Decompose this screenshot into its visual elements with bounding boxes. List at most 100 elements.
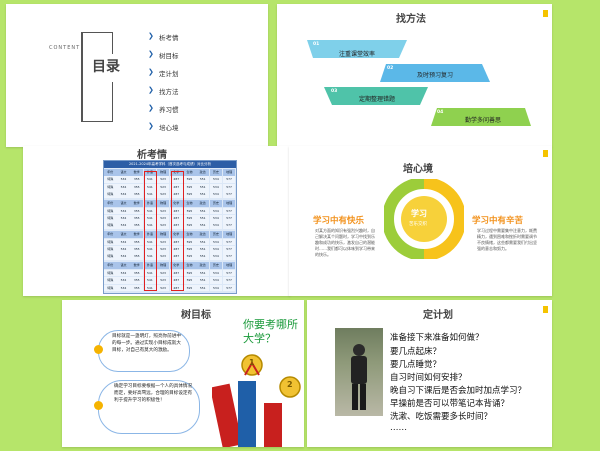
bracket-line-bottom xyxy=(81,121,113,122)
person-icon xyxy=(351,344,367,410)
method-banner-shape xyxy=(324,87,428,105)
table-cell: 487 xyxy=(170,238,183,246)
table-cell: 特殊 xyxy=(104,277,117,284)
table-cell: 577 xyxy=(222,207,236,215)
slide-title: 定计划 xyxy=(423,310,453,321)
toc-item[interactable]: 养习惯 xyxy=(159,106,179,114)
table-cell: 577 xyxy=(222,222,236,230)
table-header-cell: 政治 xyxy=(196,262,209,270)
goal-point-text: 目标就是一盏明灯，照亮你前进中的每一步。通过实现小目标成就大目标，对自己有莫大的… xyxy=(112,334,181,353)
table-cell: 551 xyxy=(196,183,209,191)
slide-exam-analysis[interactable]: 析考情 2021-2024年高考学科（首次选考与成绩）对比分析 年份语文数学外语… xyxy=(23,146,290,296)
table-cell: 577 xyxy=(222,284,236,292)
table-cell: 534 xyxy=(209,183,223,191)
content-label: CONTENT xyxy=(49,45,81,51)
table-header-cell: 物理 xyxy=(156,200,170,207)
plan-question: …… xyxy=(390,423,407,433)
method-banner-shape xyxy=(431,108,531,126)
table-cell: 534 xyxy=(209,246,223,253)
table-header-cell: 地理 xyxy=(222,262,236,270)
slide-plan[interactable]: 定计划 准备接下来准备如何做？ 要几点起床？ 要几点睡觉？ 自习时间如何安排？ … xyxy=(307,300,552,447)
joy-text: 对某方面的知识有强烈兴趣时，自己解决某个问题时，学习中找到乐趣和成功的快乐，激发… xyxy=(315,228,375,257)
table-header-cell: 外语 xyxy=(143,231,157,238)
bracket-line-bottom-right xyxy=(112,82,113,122)
bracket-line-top-right xyxy=(112,32,113,54)
table-header-cell: 数学 xyxy=(130,169,143,176)
toc-item[interactable]: 定计划 xyxy=(159,70,179,78)
table-header-cell: 外语 xyxy=(143,200,157,207)
table-cell: 355 xyxy=(130,191,143,198)
table-header-cell: 化学 xyxy=(170,200,183,207)
toc-item[interactable]: 找方法 xyxy=(159,88,179,96)
table-cell: 534 xyxy=(117,176,130,184)
table-header-cell: 地理 xyxy=(222,169,236,176)
table-cell: 534 xyxy=(117,284,130,292)
table-cell: 534 xyxy=(117,246,130,253)
table-cell: 551 xyxy=(196,214,209,222)
table-header-cell: 生物 xyxy=(183,231,196,238)
table-cell: 523 xyxy=(156,253,170,261)
table-cell: 595 xyxy=(183,238,196,246)
table-header-cell: 历史 xyxy=(209,262,223,270)
table-header-cell: 语文 xyxy=(117,262,130,270)
table-cell: 523 xyxy=(156,222,170,230)
contents-title: 目录 xyxy=(92,59,120,75)
table-cell: 551 xyxy=(196,207,209,215)
table-cell: 355 xyxy=(130,277,143,284)
table-cell: 541 xyxy=(143,238,157,246)
table-cell: 534 xyxy=(117,222,130,230)
table-cell: 487 xyxy=(170,246,183,253)
table-cell: 487 xyxy=(170,222,183,230)
slide-mindset[interactable]: 培心境 学习中有快乐 对某方面的知识有强烈兴趣时，自己解决某个问题时，学习中找到… xyxy=(289,146,552,296)
table-cell: 577 xyxy=(222,238,236,246)
table-header-cell: 政治 xyxy=(196,169,209,176)
table-cell: 595 xyxy=(183,246,196,253)
table-cell: 523 xyxy=(156,214,170,222)
table-cell: 487 xyxy=(170,176,183,184)
slide-methods[interactable]: 找方法 01 注重课堂效率 02 及时预习复习 03 定期整理错题 04 勤学多… xyxy=(277,4,552,147)
slide-corner-tag xyxy=(543,10,548,17)
table-cell: 特殊 xyxy=(104,214,117,222)
method-label[interactable]: 定期整理错题 xyxy=(358,95,395,103)
method-number: 02 xyxy=(387,66,394,71)
table-cell: 541 xyxy=(143,284,157,292)
table-cell: 534 xyxy=(209,269,223,277)
medal-number: 1 xyxy=(249,358,255,367)
table-cell: 534 xyxy=(209,277,223,284)
table-cell: 487 xyxy=(170,207,183,215)
table-cell: 534 xyxy=(209,284,223,292)
table-cell: 特殊 xyxy=(104,222,117,230)
table-cell: 541 xyxy=(143,176,157,184)
table-cell: 541 xyxy=(143,253,157,261)
table-cell: 541 xyxy=(143,191,157,198)
method-label[interactable]: 及时预习复习 xyxy=(416,71,453,79)
method-label[interactable]: 勤学多问善思 xyxy=(464,116,501,124)
table-header-cell: 物理 xyxy=(156,169,170,176)
table-header-cell: 外语 xyxy=(143,169,157,176)
table-cell: 355 xyxy=(130,222,143,230)
table-cell: 541 xyxy=(143,269,157,277)
table-cell: 355 xyxy=(130,176,143,184)
table-title: 2021-2024年高考学科（首次选考与成绩）对比分析 xyxy=(104,161,236,168)
slide-contents[interactable]: CONTENT 目录 ❯ 析考情 ❯ 树目标 ❯ 定计划 ❯ 找方法 ❯ 养习惯… xyxy=(6,4,268,147)
chevron-right-icon: ❯ xyxy=(148,50,154,58)
slide-title: 找方法 xyxy=(396,14,426,25)
toc-item[interactable]: 析考情 xyxy=(159,34,179,42)
table-cell: 355 xyxy=(130,214,143,222)
toc-item[interactable]: 培心境 xyxy=(159,124,179,132)
toc-item[interactable]: 树目标 xyxy=(159,52,179,60)
table-header-cell: 生物 xyxy=(183,262,196,270)
method-number: 03 xyxy=(331,89,338,94)
table-cell: 577 xyxy=(222,277,236,284)
method-label[interactable]: 注重课堂效率 xyxy=(338,50,375,58)
slide-goals[interactable]: 树目标 目标就是一盏明灯，照亮你前进中的每一步。通过实现小目标成就大目标，对自己… xyxy=(62,300,304,447)
table-cell: 595 xyxy=(183,277,196,284)
table-header-cell: 物理 xyxy=(156,231,170,238)
table-cell: 355 xyxy=(130,207,143,215)
chevron-right-icon: ❯ xyxy=(148,122,154,130)
table-header-cell: 年份 xyxy=(104,262,117,270)
slide-title: 析考情 xyxy=(137,150,167,161)
table-cell: 541 xyxy=(143,183,157,191)
table-cell: 595 xyxy=(183,183,196,191)
table-header-cell: 地理 xyxy=(222,231,236,238)
